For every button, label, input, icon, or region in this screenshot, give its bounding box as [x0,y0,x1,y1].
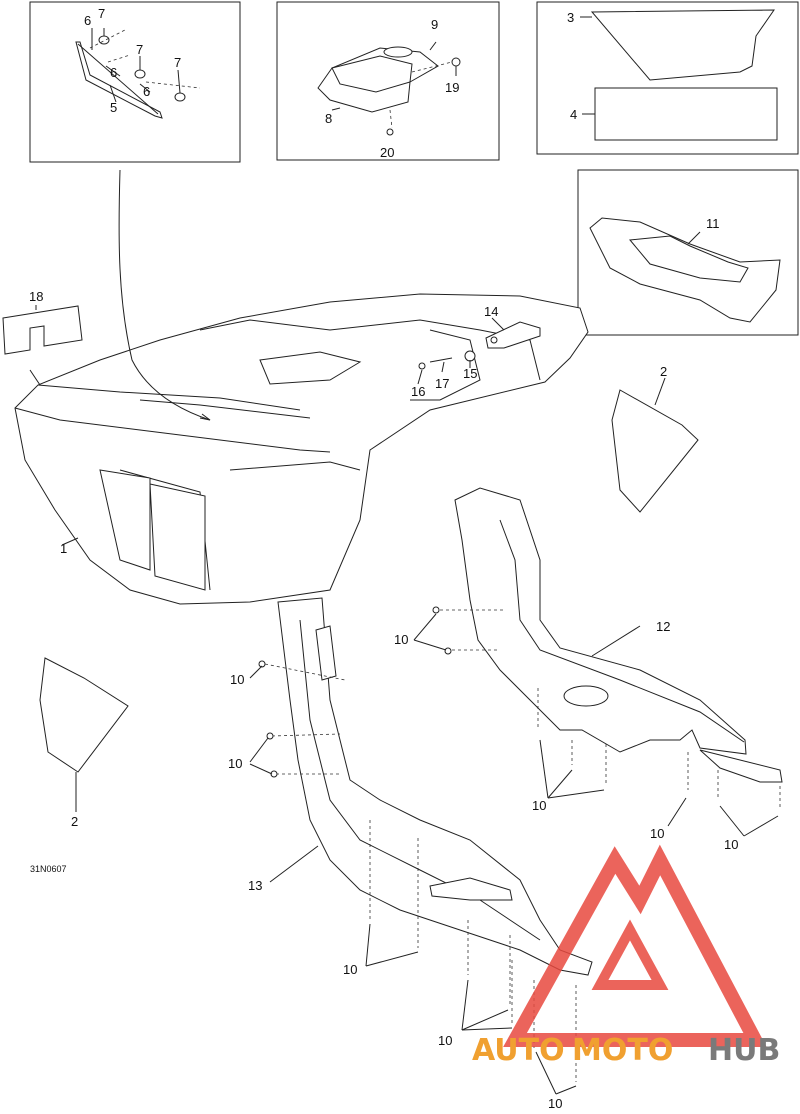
callout-9: 9 [431,17,438,32]
callout-10h: 10 [438,1033,452,1048]
diagram-code: 31N0607 [30,864,67,874]
callout-17: 17 [435,376,449,391]
watermark-moto: MOTO [572,1033,673,1068]
callout-4: 4 [570,107,577,122]
callout-7b: 7 [136,42,143,57]
part-18-pad [2,305,83,355]
callout-6a: 6 [84,13,91,28]
callout-7a: 7 [98,6,105,21]
callout-5: 5 [110,100,117,115]
part-12-right-frame [432,487,783,810]
callout-14: 14 [484,304,498,319]
callout-13: 13 [248,878,262,893]
callout-15: 15 [463,366,477,381]
callout-10c: 10 [228,756,242,771]
callout-2-right: 2 [660,364,667,379]
watermark-hub: HUB [708,1033,780,1068]
body-shell [14,169,589,605]
part-14-bracket [417,317,541,385]
inset-storage-bin [276,1,500,161]
callout-11: 11 [706,216,720,231]
callout-8: 8 [325,111,332,126]
watermark-logo [503,844,767,1047]
callout-10g: 10 [343,962,357,977]
callout-10a: 10 [394,632,408,647]
part-2-left-panel [39,657,129,812]
part-2-right-panel [611,377,699,513]
leader-lines [249,613,779,1095]
callout-16: 16 [411,384,425,399]
callout-10i: 10 [548,1096,562,1111]
callout-2-left: 2 [71,814,78,829]
callout-20: 20 [380,145,394,160]
inset-seat [577,169,799,336]
callout-6b: 6 [110,65,117,80]
inset-decals [536,1,799,155]
callout-18: 18 [29,289,43,304]
inset-trim-strip [29,1,241,163]
callout-10e: 10 [650,826,664,841]
callout-12: 12 [656,619,670,634]
callout-10d: 10 [532,798,546,813]
callout-3: 3 [567,10,574,25]
callout-labels: 1 2 2 3 4 5 6 6 6 7 7 7 8 9 10 10 10 10 … [29,6,738,1111]
callout-6c: 6 [143,84,150,99]
watermark-text: AUTO MOTO HUB [472,1033,780,1068]
callout-10b: 10 [230,672,244,687]
callout-7c: 7 [174,55,181,70]
callout-10f: 10 [724,837,738,852]
watermark-auto: AUTO [472,1033,565,1068]
callout-1: 1 [60,541,67,556]
callout-19: 19 [445,80,459,95]
part-13-bottom-frame [258,597,593,1082]
